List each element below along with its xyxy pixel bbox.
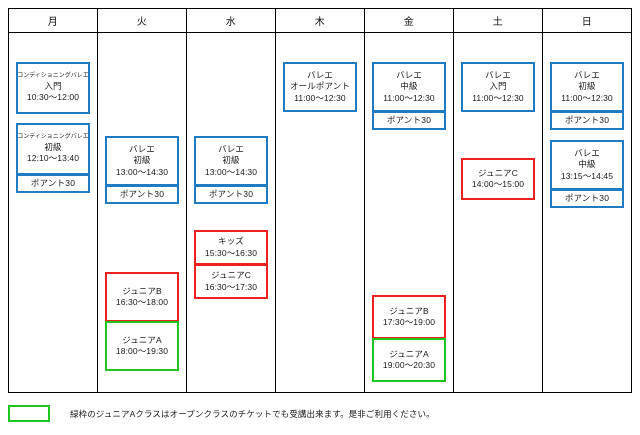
class-title: ジュニアA [389,348,429,359]
class-title: バレエ [307,69,333,80]
class-title: バレエ [485,69,511,80]
class-time: 13:00～14:30 [115,166,169,177]
class-level: 中級 [400,81,418,92]
class-pointe-option[interactable]: ポアント30 [550,190,624,208]
day-header-thu: 木 [276,9,365,32]
class-time: 11:00～12:30 [294,92,346,103]
class-level: 初級 [578,81,596,92]
class-title: バレエ [574,147,600,158]
legend-note: 緑枠のジュニアAクラスはオープンクラスのチケットでも受講出来ます。是非ご利用くだ… [70,408,435,419]
class-time: 19:00～20:30 [382,360,436,370]
class-time: 10:30～12:00 [26,92,80,103]
class-level: 初級 [222,155,240,166]
class-time: 16:30～17:30 [204,281,258,292]
class-time: 13:00～14:30 [204,166,258,177]
class-time: 15:30～16:30 [204,247,258,258]
legend-green-swatch [8,405,50,422]
day-header-fri: 金 [365,9,454,32]
class-title: ジュニアC [477,167,519,178]
class-title: ジュニアC [210,270,252,281]
class-pointe-option[interactable]: ポアント30 [372,112,446,130]
class-pointe-option[interactable]: ポアント30 [550,112,624,130]
class-level: 中級 [578,159,596,170]
class-title: キッズ [218,236,244,247]
class-title: コンディショニングバレエ [17,73,89,80]
day-header-mon: 月 [9,9,98,32]
class-title: ジュニアA [122,334,162,345]
class-level: 入門 [489,81,507,92]
day-header-wed: 水 [187,9,276,32]
class-time: 11:00～12:30 [561,92,613,103]
class-title: バレエ [574,69,600,80]
class-level: 初級 [44,141,62,152]
legend: 緑枠のジュニアAクラスはオープンクラスのチケットでも受講出来ます。是非ご利用くだ… [8,405,435,422]
class-level: オールポアント [290,81,350,92]
class-time: 16:30～18:00 [115,297,169,307]
class-title: ジュニアB [122,285,162,296]
class-time: 11:00～12:30 [472,92,524,103]
class-title: バレエ [218,143,244,154]
day-header-sat: 土 [454,9,543,32]
class-time: 18:00～19:30 [115,346,169,356]
class-pointe-option[interactable]: ポアント30 [16,175,90,193]
class-pointe-option[interactable]: ポアント30 [105,186,179,204]
class-pointe-option[interactable]: ポアント30 [194,186,268,204]
class-title: コンディショニングバレエ [17,134,89,141]
class-title: ジュニアB [389,305,429,316]
class-time: 13:15～14:45 [560,170,614,181]
class-level: 入門 [44,80,62,91]
class-title: バレエ [129,143,155,154]
day-header-sun: 日 [581,17,593,28]
day-header-tue: 火 [98,9,187,32]
day-header-row: 月 火 水 木 金 土 日 [9,9,631,33]
class-title: バレエ [396,69,422,80]
class-time: 14:00～15:00 [471,179,525,189]
class-time: 17:30～19:00 [382,317,436,327]
class-level: 初級 [133,155,151,166]
class-time: 12:10～13:40 [26,153,80,164]
class-time: 11:00～12:30 [383,92,435,103]
